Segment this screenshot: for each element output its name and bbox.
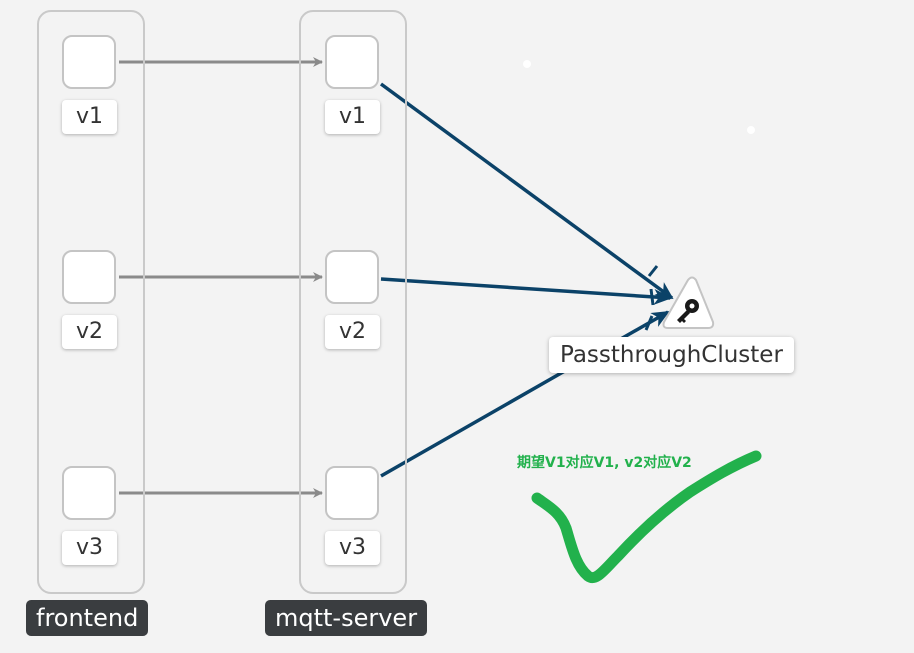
key-icon [677,299,699,323]
edge-mqtt-v1-to-passthrough[interactable] [379,82,674,300]
frontend-group-label: frontend [26,600,149,636]
mqtt-v2-node[interactable] [325,250,379,304]
frontend-v2-node[interactable] [62,250,116,304]
passthrough-cluster-label: PassthroughCluster [549,337,794,373]
edge-mqtt-v2-to-passthrough[interactable] [380,277,672,305]
mqtt-server-group-label: mqtt-server [265,600,428,636]
mqtt-v3-node[interactable] [325,466,379,520]
edge-ticks [644,265,659,331]
frontend-v1-node[interactable] [62,35,116,89]
mqtt-server-group [299,10,407,594]
annotation-text: 期望V1对应V1, v2对应V2 [517,455,692,471]
frontend-v1-label: v1 [62,100,117,134]
frontend-v3-node[interactable] [62,466,116,520]
mqtt-v3-label: v3 [325,531,380,565]
frontend-v3-label: v3 [62,531,117,565]
mqtt-v2-label: v2 [325,315,380,349]
mqtt-v1-label: v1 [325,100,380,134]
mqtt-v1-node[interactable] [325,35,379,89]
frontend-v2-label: v2 [62,315,117,349]
frontend-group [37,10,145,594]
passthrough-cluster-node[interactable] [662,276,715,329]
